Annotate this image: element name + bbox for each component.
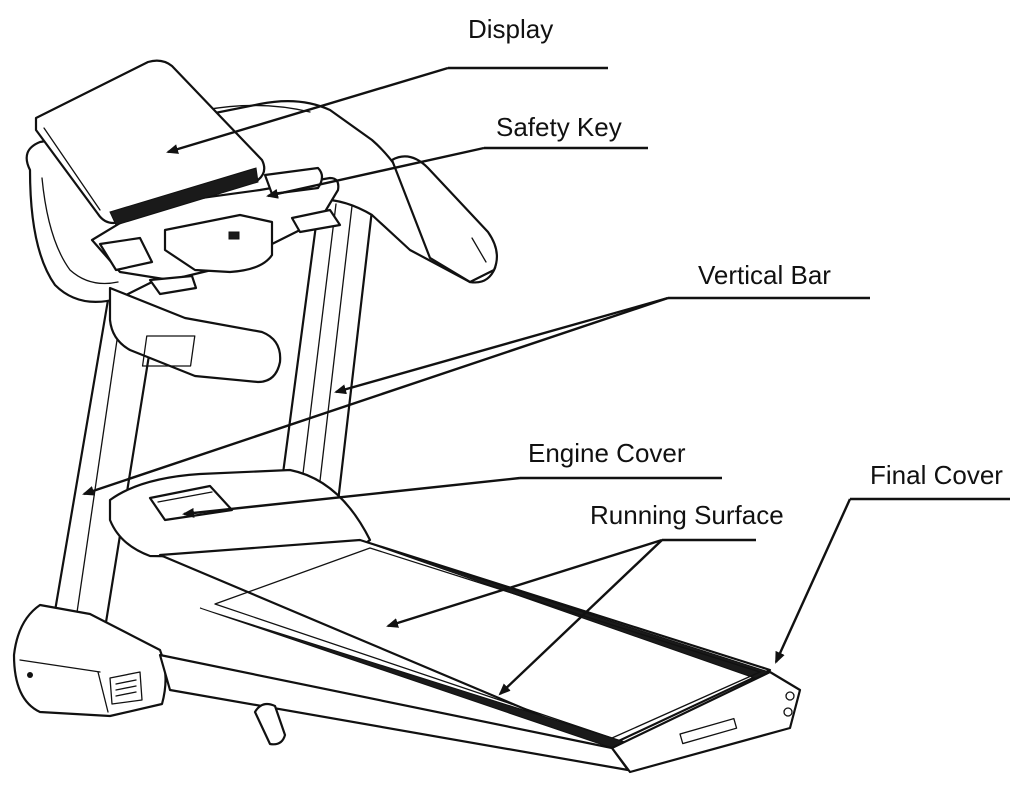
display-arrow bbox=[166, 66, 449, 154]
label-final-cover: Final Cover bbox=[870, 460, 1003, 490]
vertical-bar-arrow-left bbox=[82, 296, 669, 496]
safety-key-arrow bbox=[266, 146, 485, 199]
vertical-bar-arrow-right bbox=[334, 296, 669, 395]
running-surface-arrow-upper bbox=[386, 538, 663, 628]
label-vertical-bar: Vertical Bar bbox=[698, 260, 831, 290]
display-screen bbox=[34, 59, 266, 226]
running-surface-arrow-lower bbox=[498, 539, 663, 696]
leader-arrows bbox=[82, 66, 852, 696]
label-safety-key: Safety Key bbox=[496, 112, 622, 142]
label-display: Display bbox=[468, 14, 554, 44]
label-running-surface: Running Surface bbox=[590, 500, 784, 530]
label-underlines bbox=[448, 66, 1010, 542]
deck-base bbox=[12, 468, 802, 774]
treadmill-illustration bbox=[12, 59, 802, 774]
engine-cover-arrow bbox=[182, 476, 521, 518]
console-body bbox=[90, 166, 342, 296]
right-upright bbox=[278, 193, 374, 504]
label-engine-cover: Engine Cover bbox=[528, 438, 686, 468]
final-cover-arrow bbox=[774, 498, 852, 664]
